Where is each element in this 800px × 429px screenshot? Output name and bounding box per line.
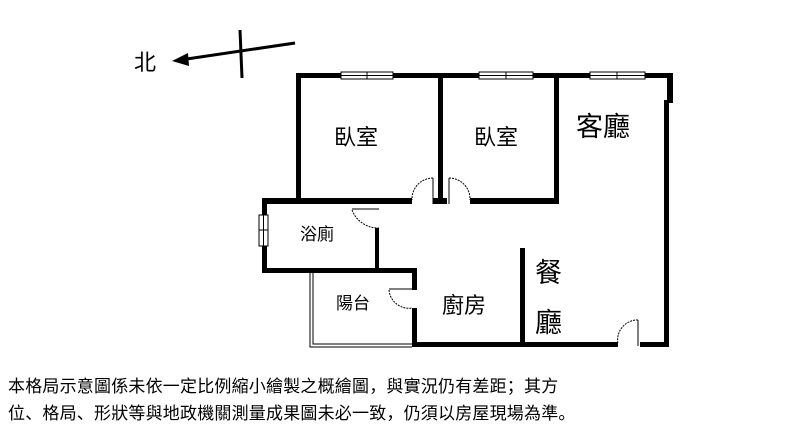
room-label-dining-1: 餐 (535, 258, 562, 289)
room-label-bathroom: 浴廁 (300, 224, 334, 245)
north-label: 北 (134, 51, 156, 76)
disclaimer-line-2: 位、格局、形狀等與地政機關測量成果圖未必一致，仍須以房屋現場為準。 (8, 404, 576, 424)
doors (351, 177, 639, 346)
room-label-living-room: 客廳 (576, 112, 630, 143)
windows (258, 71, 646, 247)
balcony-railing (309, 272, 412, 348)
room-label-bedroom-2: 臥室 (474, 126, 518, 151)
room-label-dining-2: 廳 (535, 308, 562, 339)
room-label-balcony: 陽台 (336, 294, 370, 314)
north-arrow-icon (172, 29, 296, 79)
disclaimer-line-1: 本格局示意圖係未依一定比例縮小繪製之概繪圖，與實況仍有差距；其方 (8, 377, 559, 397)
room-label-kitchen: 廚房 (442, 294, 486, 319)
room-label-bedroom-1: 臥室 (334, 126, 378, 151)
